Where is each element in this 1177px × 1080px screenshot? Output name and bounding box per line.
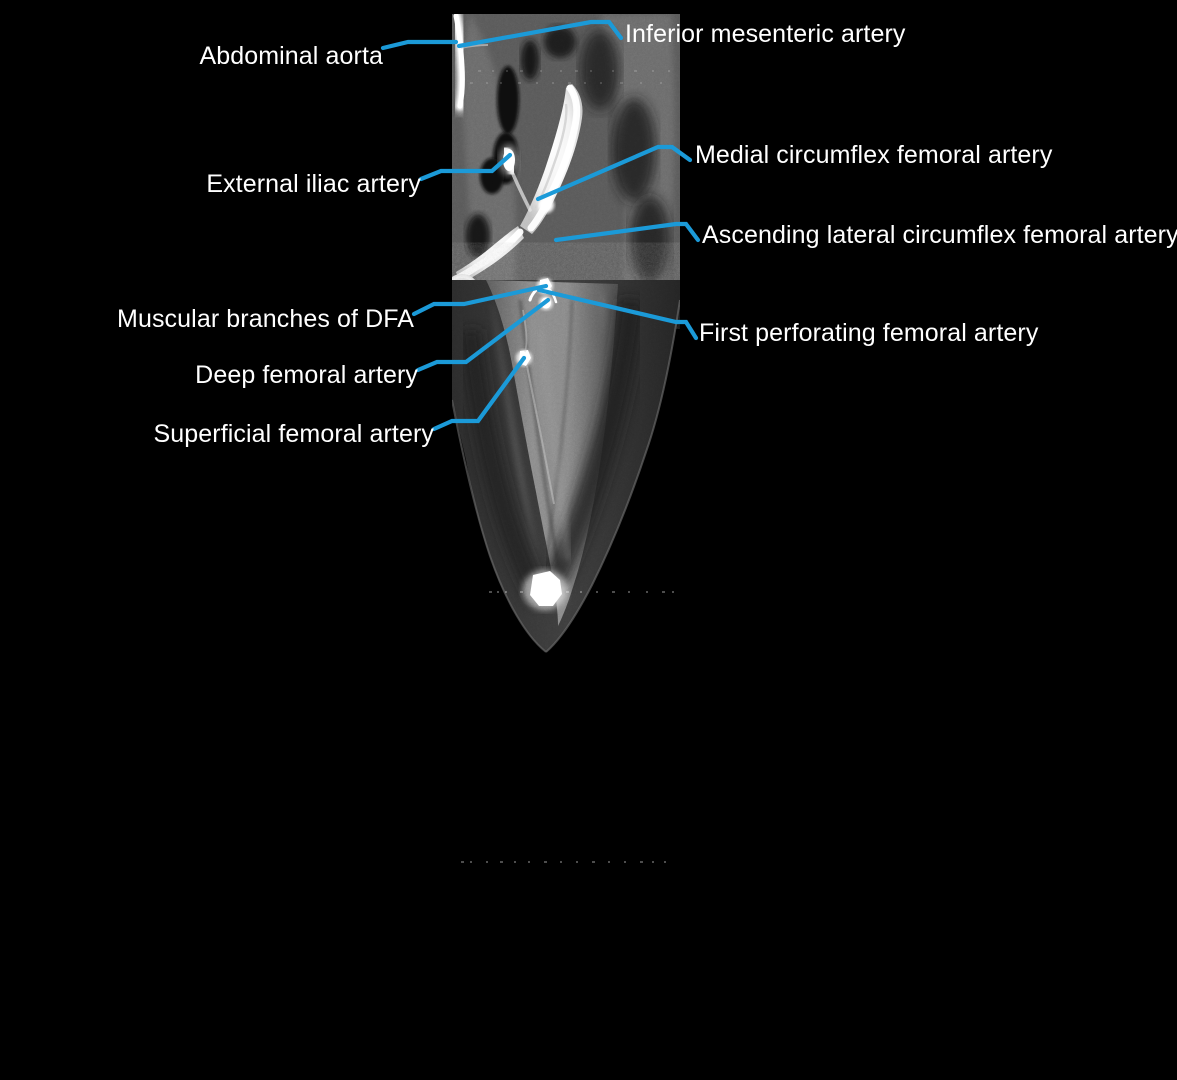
overlay-tick-dot — [592, 861, 595, 863]
overlay-tick-dot — [660, 82, 662, 84]
overlay-tick-dot — [544, 861, 547, 863]
overlay-tick-dot — [470, 82, 473, 84]
overlay-tick-dot — [486, 861, 488, 863]
overlay-tick-dot — [668, 70, 670, 72]
overlay-tick-dot — [608, 861, 610, 863]
overlay-tick-dot — [640, 82, 642, 84]
annotation-label-first-perforating-femoral-artery: First perforating femoral artery — [699, 319, 1039, 347]
annotation-label-deep-femoral-artery: Deep femoral artery — [195, 361, 418, 389]
overlay-tick-dot — [568, 82, 571, 84]
overlay-tick-dot — [560, 861, 562, 863]
overlay-tick-dot — [560, 70, 562, 72]
overlay-tick-dot — [551, 591, 553, 593]
overlay-tick-dot — [652, 861, 654, 863]
overlay-tick-dot — [624, 861, 626, 863]
overlay-tick-dot — [540, 70, 542, 72]
overlay-tick-dot — [596, 591, 598, 593]
annotation-label-superficial-femoral-artery: Superficial femoral artery — [153, 420, 434, 448]
annotation-label-inferior-mesenteric-artery: Inferior mesenteric artery — [625, 20, 906, 48]
overlay-tick-dot — [497, 591, 499, 593]
leader-line-inferior-mesenteric-artery — [456, 19, 624, 49]
leader-line-abdominal-aorta — [380, 39, 459, 51]
overlay-tick-dot — [486, 82, 488, 84]
overlay-tick-dot — [528, 861, 530, 863]
overlay-tick-dot — [612, 591, 615, 593]
dicom-overlay-ticks — [461, 70, 674, 863]
overlay-tick-dot — [492, 70, 494, 72]
leader-line-superficial-femoral-artery — [431, 355, 527, 432]
overlay-tick-dot — [640, 861, 643, 863]
leader-line-external-iliac-artery — [418, 152, 513, 182]
annotation-label-abdominal-aorta: Abdominal aorta — [199, 42, 383, 70]
overlay-tick-dot — [536, 82, 538, 84]
overlay-tick-dot — [634, 70, 637, 72]
overlay-tick-dot — [506, 70, 508, 72]
overlay-tick-dot — [590, 70, 592, 72]
overlay-tick-dot — [580, 591, 582, 593]
leader-line-muscular-branches-of-dfa — [411, 283, 549, 317]
annotation-label-muscular-branches-of-dfa: Muscular branches of DFA — [117, 305, 414, 333]
overlay-tick-dot — [646, 591, 648, 593]
overlay-tick-dot — [470, 861, 472, 863]
overlay-tick-dot — [584, 82, 586, 84]
overlay-tick-dot — [652, 70, 654, 72]
leader-line-medial-circumflex-femoral-artery — [535, 144, 693, 202]
overlay-tick-dot — [664, 861, 666, 863]
overlay-tick-dot — [576, 861, 578, 863]
leader-lines-group — [380, 19, 701, 432]
overlay-tick-dot — [489, 591, 492, 593]
overlay-tick-dot — [662, 591, 665, 593]
overlay-tick-dot — [478, 70, 481, 72]
annotation-label-medial-circumflex-femoral-artery: Medial circumflex femoral artery — [695, 141, 1053, 169]
overlay-tick-dot — [505, 591, 507, 593]
leader-line-deep-femoral-artery — [415, 297, 551, 373]
overlay-tick-dot — [566, 591, 569, 593]
overlay-tick-dot — [620, 82, 623, 84]
overlay-tick-dot — [518, 82, 521, 84]
overlay-tick-dot — [500, 861, 503, 863]
leader-line-first-perforating-femoral-artery — [536, 287, 699, 341]
overlay-tick-dot — [628, 591, 630, 593]
overlay-tick-dot — [612, 70, 614, 72]
overlay-tick-dot — [552, 82, 554, 84]
overlay-tick-dot — [514, 861, 516, 863]
overlay-tick-dot — [520, 591, 523, 593]
overlay-tick-dot — [672, 591, 674, 593]
annotation-label-ascending-lateral-circumflex-femoral-artery: Ascending lateral circumflex femoral art… — [702, 221, 1177, 249]
overlay-tick-dot — [461, 861, 464, 863]
annotation-label-external-iliac-artery: External iliac artery — [206, 170, 421, 198]
leader-line-ascending-lateral-circumflex-femoral-artery — [553, 221, 701, 243]
overlay-tick-dot — [500, 82, 502, 84]
overlay-tick-dot — [520, 70, 523, 72]
overlay-tick-dot — [600, 82, 602, 84]
overlay-tick-dot — [575, 70, 578, 72]
overlay-tick-dot — [535, 591, 537, 593]
